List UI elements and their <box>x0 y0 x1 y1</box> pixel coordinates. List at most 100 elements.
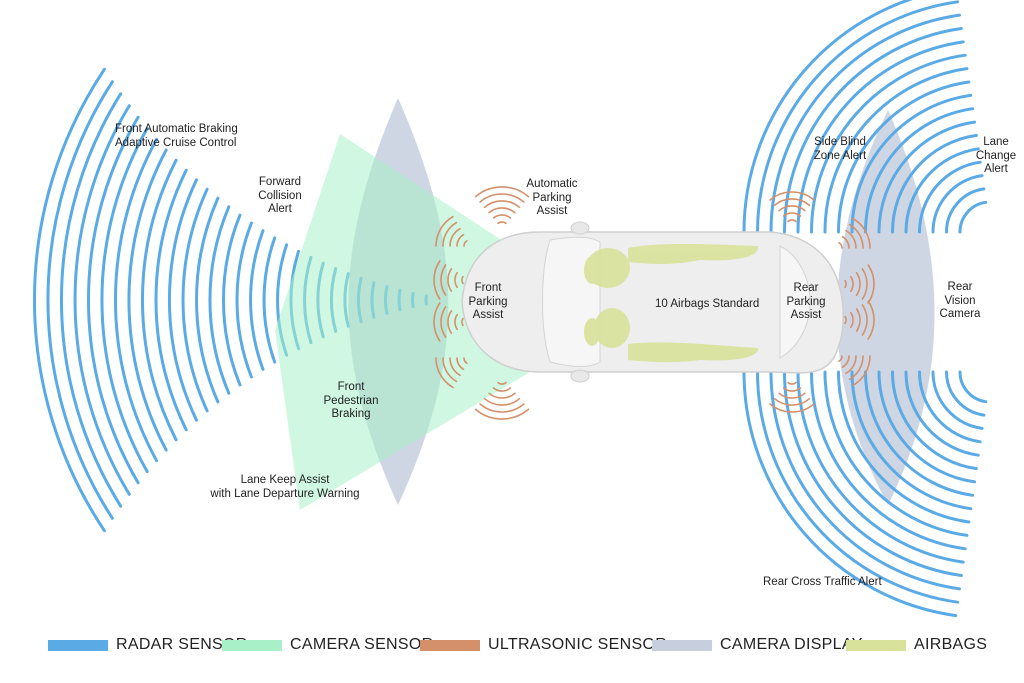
radar-wave <box>181 187 209 413</box>
label-lane-keep-assist: Lane Keep Assist with Lane Departure War… <box>210 474 360 500</box>
ultrasonic-wave <box>838 242 843 249</box>
ultrasonic-wave <box>433 260 441 300</box>
ultrasonic-wave <box>454 313 458 331</box>
rear-radar-waves <box>742 0 988 618</box>
ultrasonic-wave <box>782 387 802 392</box>
label-rear-cross-traffic-alert: Rear Cross Traffic Alert <box>763 576 882 588</box>
ultrasonic-wave <box>461 317 464 327</box>
ultrasonic-wave <box>435 215 454 247</box>
label-front-pedestrian-braking: Front Pedestrian Braking <box>323 381 379 420</box>
ultrasonic-wave <box>474 186 530 198</box>
ultrasonic-wave <box>479 403 525 413</box>
ultrasonic-wave <box>787 381 797 385</box>
label-rear-parking-assist: Rear Parking Assist <box>786 282 826 321</box>
ultrasonic-wave <box>497 381 507 385</box>
ultrasonic-wave <box>474 408 530 420</box>
radar-wave <box>931 370 984 430</box>
side-mirror-right <box>570 369 590 383</box>
label-rear-vision-camera: Rear Vision Camera <box>939 281 981 320</box>
airbag-knee-right <box>584 318 600 346</box>
legend-swatch-ultrasonic <box>420 639 480 651</box>
ultrasonic-wave <box>855 272 861 296</box>
ultrasonic-wave <box>787 219 797 223</box>
airbags <box>584 244 759 363</box>
radar-wave <box>810 370 967 551</box>
airbag-knee-left <box>584 256 600 284</box>
radar-wave <box>850 93 973 234</box>
ultrasonic-wave <box>867 264 875 304</box>
ultrasonic-wave <box>435 357 454 389</box>
radar-wave <box>46 80 114 520</box>
radar-wave <box>208 205 231 395</box>
car-rear-window <box>779 245 811 359</box>
label-front-parking-assist: Front Parking Assist <box>468 282 508 321</box>
radar-wave <box>810 53 967 234</box>
radar-wave <box>742 370 958 618</box>
ultrasonic-wave <box>497 221 507 225</box>
ultrasonic-wave <box>440 306 447 338</box>
radar-wave <box>249 229 265 371</box>
ultrasonic-wave <box>463 357 468 364</box>
radar-wave <box>113 137 159 463</box>
ultrasonic-wave <box>488 207 516 214</box>
radar-wave <box>877 370 977 484</box>
ultrasonic-wave <box>855 308 861 332</box>
radar-wave <box>904 370 980 457</box>
ultrasonic-wave <box>433 302 441 342</box>
radar-wave <box>769 370 961 591</box>
legend-swatch-airbags <box>846 639 906 651</box>
radar-wave <box>864 370 975 497</box>
side-mirror-left <box>570 221 590 235</box>
ultrasonic-wave <box>845 355 857 375</box>
ultrasonic-wave <box>461 275 464 285</box>
legend-swatch-camera-display <box>652 639 712 651</box>
curtain-airbag-left <box>628 244 759 264</box>
radar-wave <box>262 236 277 364</box>
legend-swatch-camera-sensor <box>222 639 282 651</box>
ultrasonic-wave <box>852 217 871 249</box>
ultrasonic-wave <box>838 355 843 362</box>
ultrasonic-wave <box>852 355 871 387</box>
ultrasonic-wave <box>778 392 806 399</box>
radar-wave <box>756 0 960 234</box>
radar-wave <box>864 107 975 234</box>
radar-wave <box>931 174 984 234</box>
ultrasonic-wave <box>492 214 512 219</box>
radar-wave <box>783 370 963 577</box>
radar-wave <box>823 67 969 234</box>
ultrasonic-wave <box>844 315 847 325</box>
ultrasonic-wave <box>773 397 811 406</box>
radar-wave <box>945 187 986 234</box>
ultrasonic-wave <box>778 205 806 212</box>
ultrasonic-wave <box>861 304 868 336</box>
curtain-airbag-right <box>628 342 759 363</box>
radar-wave <box>221 213 242 387</box>
radar-wave <box>167 178 198 422</box>
ultrasonic-wave <box>488 392 516 399</box>
radar-wave <box>100 126 149 474</box>
ultrasonic-wave <box>447 310 453 334</box>
ultrasonic-wave <box>483 200 521 209</box>
radar-wave <box>877 120 977 234</box>
radar-wave <box>140 158 178 442</box>
ultrasonic-wave <box>845 229 857 249</box>
radar-wave <box>154 168 188 432</box>
radar-wave <box>87 115 140 485</box>
ultrasonic-wave <box>442 357 458 383</box>
ultrasonic-wave <box>449 227 461 247</box>
radar-wave <box>958 370 988 404</box>
ultrasonic-wave <box>447 268 453 292</box>
airbag-front-right <box>594 308 630 348</box>
radar-wave <box>891 370 978 471</box>
radar-wave <box>756 370 960 604</box>
ultrasonic-wave <box>449 357 461 377</box>
ultrasonic-wave <box>479 193 525 203</box>
ultrasonic-wave <box>841 235 850 249</box>
ultrasonic-wave <box>442 221 458 247</box>
radar-wave <box>742 0 914 234</box>
label-side-blind-zone-alert: Side Blind Zone Alert <box>813 136 867 162</box>
ultrasonic-wave <box>848 223 864 249</box>
label-automatic-parking-assist: Automatic Parking Assist <box>526 178 578 217</box>
radar-wave <box>33 67 106 533</box>
